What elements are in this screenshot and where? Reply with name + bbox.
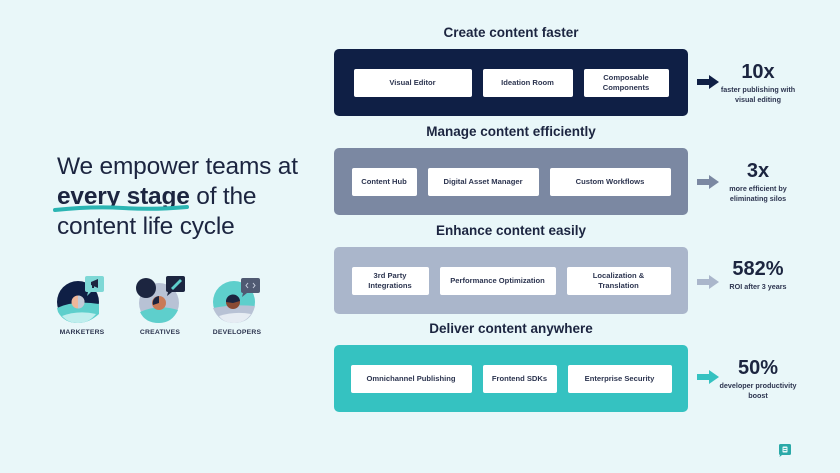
stat-value: 3x (746, 160, 770, 182)
headline-text-after: of the content life cycle (57, 183, 257, 240)
feature-chip: Visual Editor (353, 68, 472, 97)
feature-chip: Performance Optimization (439, 266, 556, 295)
feature-chip: Digital Asset Manager (427, 167, 539, 196)
stage-title-create: Create content faster (443, 25, 579, 40)
underline-stroke (53, 205, 189, 212)
feature-chip: Composable Components (583, 68, 669, 97)
headline-highlight: every stage (53, 182, 190, 212)
stat-value: 582% (732, 258, 784, 280)
stat-value: 50% (737, 357, 779, 379)
arrow-right-icon (697, 175, 719, 189)
persona-label: DEVELOPERS (212, 329, 262, 336)
persona-creatives: CREATIVES (120, 274, 200, 336)
feature-chip: Enterprise Security (567, 364, 672, 393)
brand-logo-icon (779, 444, 791, 457)
stat-deliver: 50% developer productivity boost (719, 357, 797, 400)
stage-title-deliver: Deliver content anywhere (429, 321, 593, 336)
arrow-right-icon (697, 275, 719, 289)
feature-chip: Omnichannel Publishing (350, 364, 472, 393)
feature-chip: Ideation Room (482, 68, 573, 97)
stage-panel-create: Visual Editor Ideation Room Composable C… (334, 49, 688, 116)
code-icon (245, 282, 256, 289)
headline-highlight-text: every stage (57, 183, 190, 210)
feature-chip: Localization & Translation (566, 266, 671, 295)
headline: We empower teams at every stage of the c… (53, 152, 327, 242)
feature-chip: Custom Workflows (549, 167, 671, 196)
stage-panel-enhance: 3rd Party Integrations Performance Optim… (334, 247, 688, 314)
stage-title-enhance: Enhance content easily (435, 223, 587, 238)
stage-title-manage: Manage content efficiently (426, 124, 596, 139)
stat-description: faster publishing with visual editing (720, 85, 796, 104)
marketers-illustration (54, 274, 110, 324)
megaphone-icon (91, 279, 98, 288)
feature-chip: Frontend SDKs (482, 364, 557, 393)
headline-text-before: We empower teams at (57, 153, 298, 180)
arrow-right-icon (697, 370, 719, 384)
arrow-right-icon (697, 75, 719, 89)
stage-panel-manage: Content Hub Digital Asset Manager Custom… (334, 148, 688, 215)
stage-panel-deliver: Omnichannel Publishing Frontend SDKs Ent… (334, 345, 688, 412)
feature-chip: Content Hub (351, 167, 417, 196)
persona-label: MARKETERS (59, 329, 105, 336)
pencil-icon (171, 279, 182, 290)
stat-value: 10x (741, 61, 775, 83)
persona-developers: DEVELOPERS (197, 274, 277, 336)
stat-description: ROI after 3 years (729, 282, 787, 291)
stat-create: 10x faster publishing with visual editin… (719, 61, 797, 104)
creatives-illustration (132, 274, 188, 324)
stat-enhance: 582% ROI after 3 years (719, 258, 797, 292)
persona-label: CREATIVES (139, 329, 181, 336)
stat-description: developer productivity boost (719, 381, 797, 400)
stat-description: more efficient by eliminating silos (729, 184, 787, 203)
persona-marketers: MARKETERS (42, 274, 122, 336)
feature-chip: 3rd Party Integrations (351, 266, 429, 295)
stat-manage: 3x more efficient by eliminating silos (719, 160, 797, 203)
developers-illustration (209, 274, 265, 324)
